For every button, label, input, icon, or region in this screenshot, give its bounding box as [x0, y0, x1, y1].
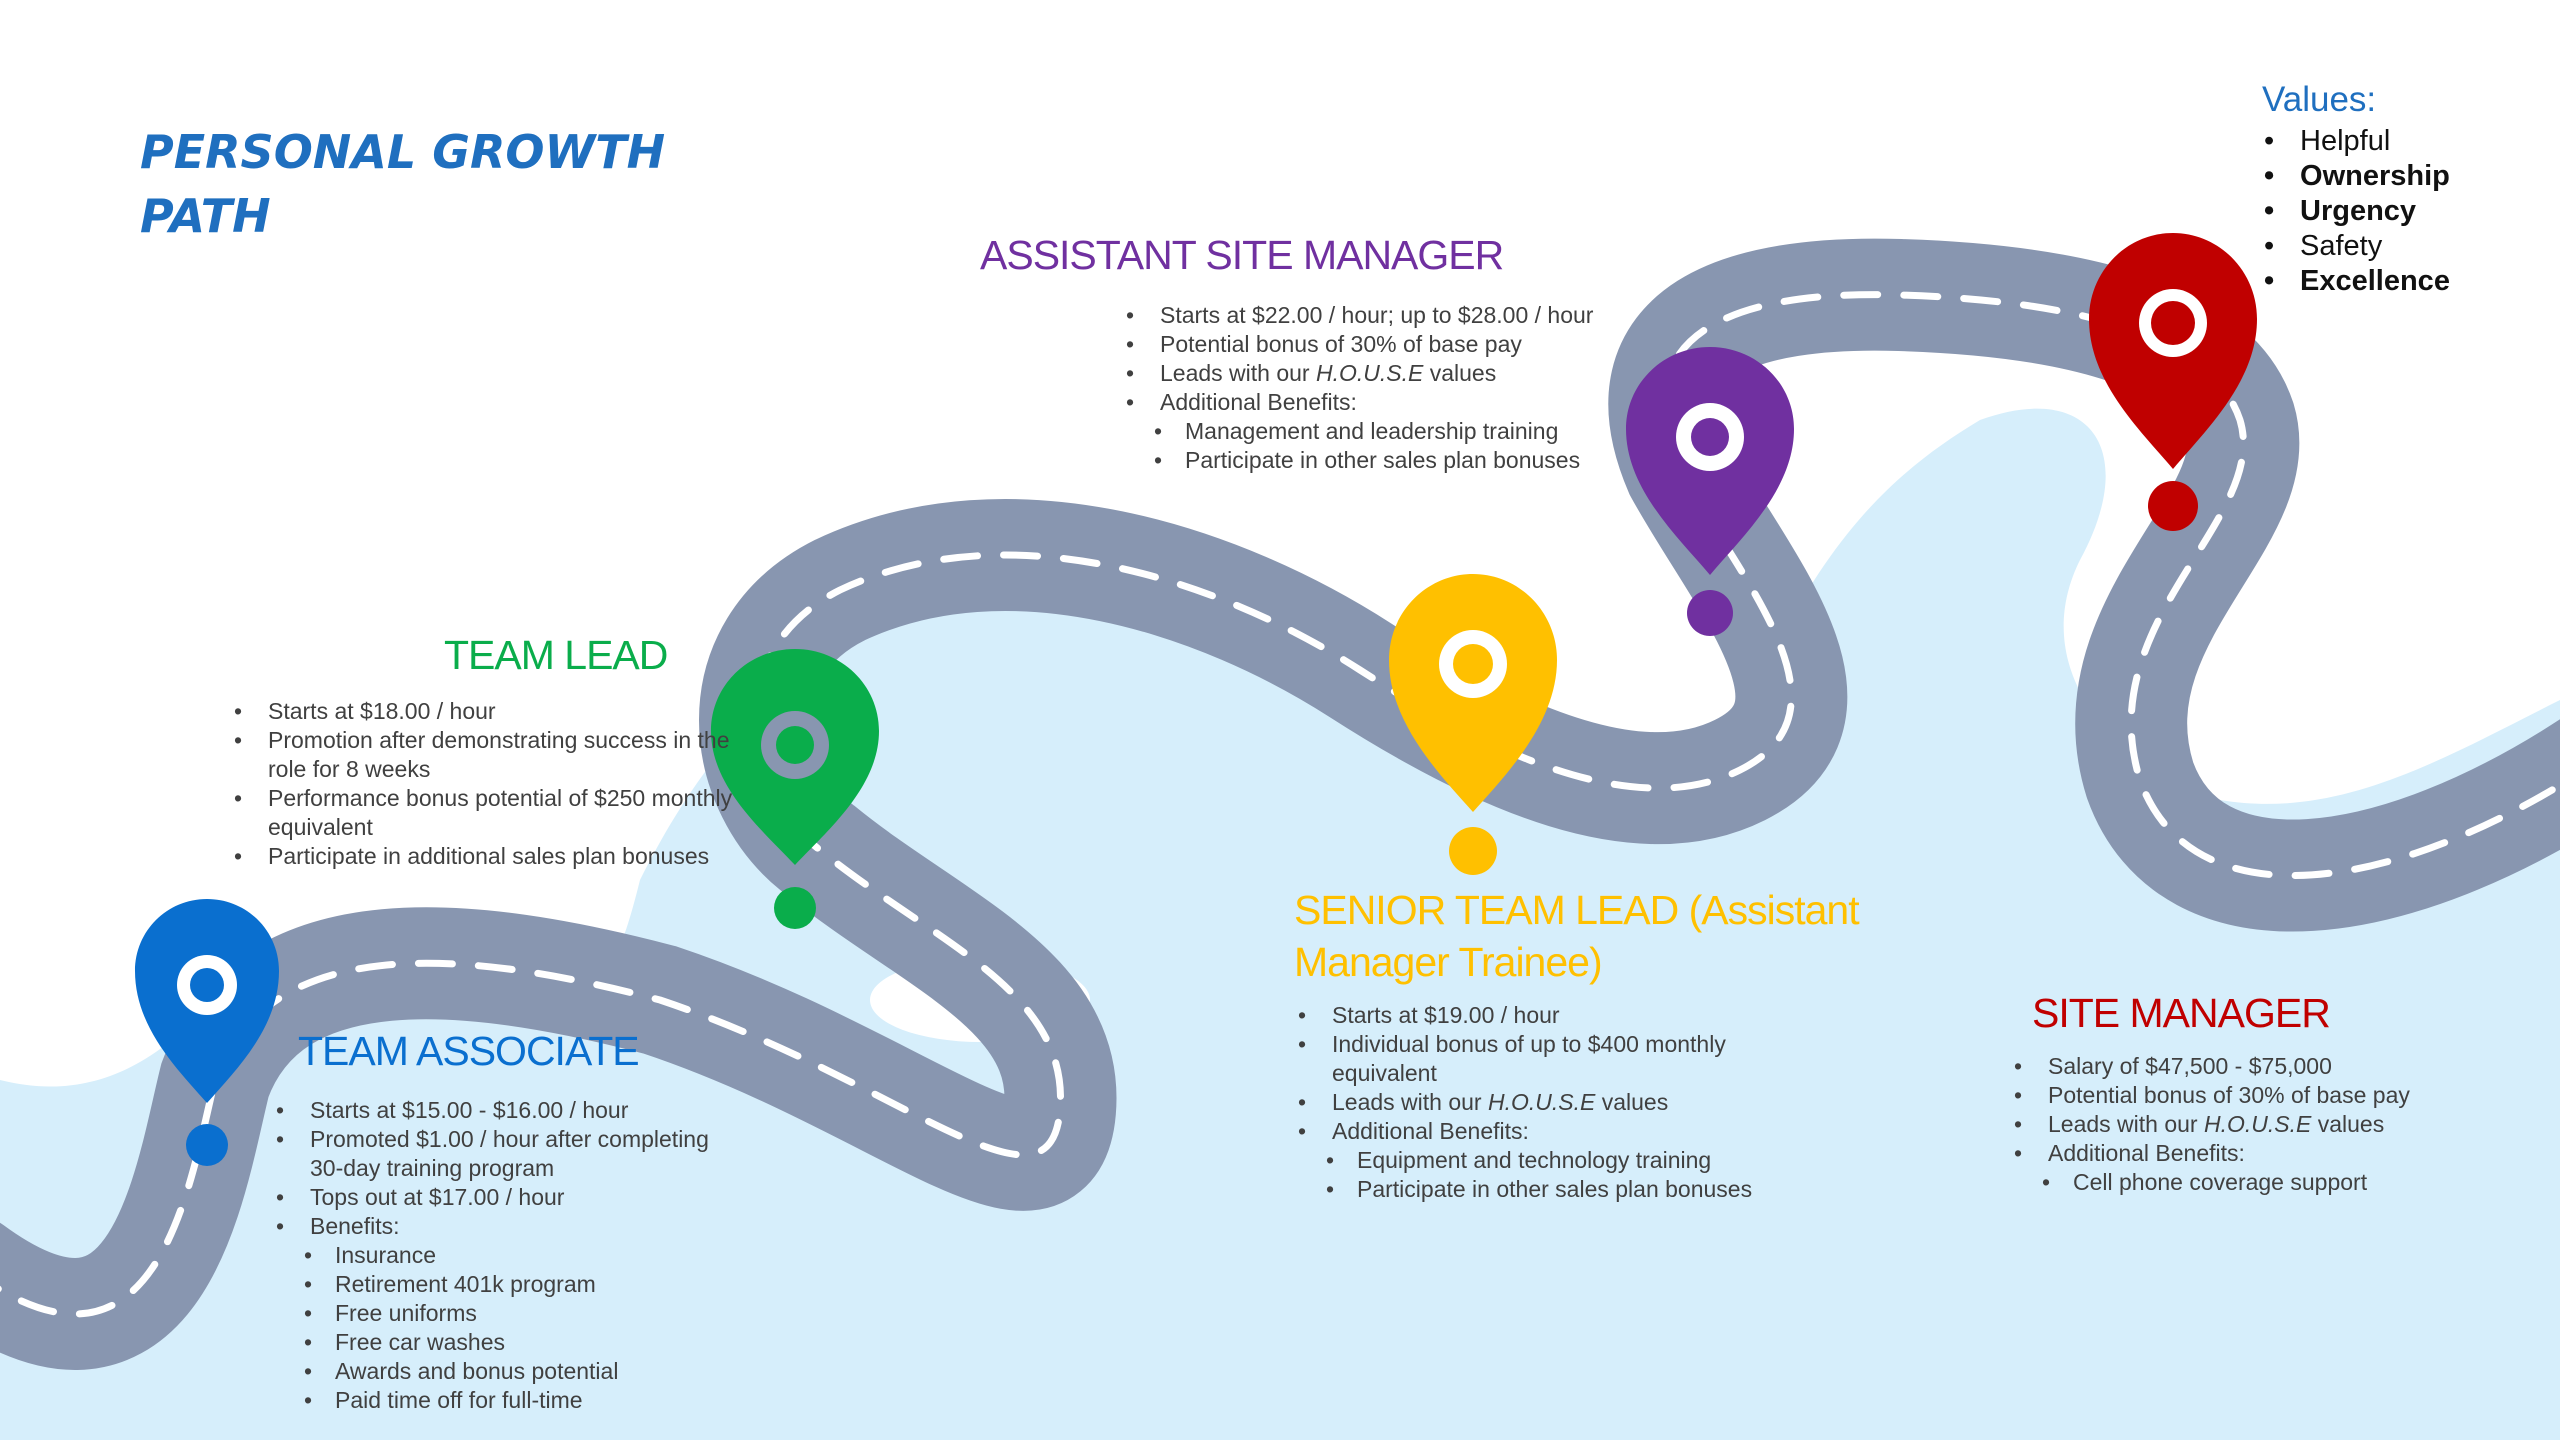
bullet: Starts at $19.00 / hour: [1294, 1001, 1814, 1030]
map-pin-assistant-site-manager-icon: [1626, 347, 1794, 636]
bullet-values: Leads with our H.O.U.S.E values: [1122, 359, 1622, 388]
values-heading: Values:: [2262, 80, 2377, 119]
sub-bullet: Free uniforms: [272, 1299, 742, 1328]
site-manager-details: Salary of $47,500 - $75,000 Potential bo…: [2010, 1052, 2510, 1197]
sub-bullet: Awards and bonus potential: [272, 1357, 742, 1386]
bullet: Starts at $15.00 - $16.00 / hour: [272, 1096, 742, 1125]
bullet: Starts at $22.00 / hour; up to $28.00 / …: [1122, 301, 1622, 330]
values-list: Helpful Ownership Urgency Safety Excelle…: [2262, 124, 2450, 299]
sub-bullet: Retirement 401k program: [272, 1270, 742, 1299]
team-associate-details: Starts at $15.00 - $16.00 / hour Promote…: [272, 1096, 742, 1415]
bullet: Potential bonus of 30% of base pay: [2010, 1081, 2510, 1110]
sub-bullet: Cell phone coverage support: [2010, 1168, 2510, 1197]
step-title-site-manager: SITE MANAGER: [2032, 990, 2331, 1036]
bullet: Performance bonus potential of $250 mont…: [230, 784, 740, 842]
value-item-excellence: Excellence: [2262, 264, 2450, 299]
assistant-site-manager-details: Starts at $22.00 / hour; up to $28.00 / …: [1122, 301, 1622, 475]
bullet: Starts at $18.00 / hour: [230, 697, 740, 726]
senior-team-lead-details: Starts at $19.00 / hour Individual bonus…: [1294, 1001, 1814, 1204]
bullet-values: Leads with our H.O.U.S.E values: [1294, 1088, 1814, 1117]
sub-bullet: Paid time off for full-time: [272, 1386, 742, 1415]
step-title-team-lead: TEAM LEAD: [444, 632, 668, 678]
sub-bullet: Free car washes: [272, 1328, 742, 1357]
bullet: Additional Benefits:: [1122, 388, 1622, 417]
value-item-urgency: Urgency: [2262, 194, 2450, 229]
bullet: Potential bonus of 30% of base pay: [1122, 330, 1622, 359]
bullet: Salary of $47,500 - $75,000: [2010, 1052, 2510, 1081]
value-item-safety: Safety: [2262, 229, 2450, 264]
page-title: PERSONAL GROWTH PATH: [140, 125, 666, 243]
step-title-assistant-site-manager: ASSISTANT SITE MANAGER: [980, 232, 1504, 278]
bullet: Promoted $1.00 / hour after completing 3…: [272, 1125, 742, 1183]
bullet-values: Leads with our H.O.U.S.E values: [2010, 1110, 2510, 1139]
bullet: Benefits:: [272, 1212, 742, 1241]
team-lead-details: Starts at $18.00 / hour Promotion after …: [230, 697, 740, 871]
road-center-line: [0, 291, 2560, 1318]
sub-bullet: Management and leadership training: [1122, 417, 1622, 446]
bullet: Additional Benefits:: [1294, 1117, 1814, 1146]
sub-bullet: Equipment and technology training: [1294, 1146, 1814, 1175]
bullet: Individual bonus of up to $400 monthly e…: [1294, 1030, 1814, 1088]
map-pin-team-lead-icon: [711, 649, 879, 929]
step-title-team-associate: TEAM ASSOCIATE: [298, 1028, 640, 1074]
bullet: Promotion after demonstrating success in…: [230, 726, 740, 784]
map-pin-team-associate-icon: [135, 899, 279, 1166]
step-title-senior-team-lead: SENIOR TEAM LEAD (Assistant Manager Trai…: [1294, 887, 1860, 985]
value-item-helpful: Helpful: [2262, 124, 2450, 159]
value-item-ownership: Ownership: [2262, 159, 2450, 194]
bullet: Additional Benefits:: [2010, 1139, 2510, 1168]
map-pin-site-manager-icon: [2089, 233, 2257, 531]
sub-bullet: Insurance: [272, 1241, 742, 1270]
bullet: Tops out at $17.00 / hour: [272, 1183, 742, 1212]
sub-bullet: Participate in other sales plan bonuses: [1122, 446, 1622, 475]
bullet: Participate in additional sales plan bon…: [230, 842, 740, 871]
sub-bullet: Participate in other sales plan bonuses: [1294, 1175, 1814, 1204]
map-pin-senior-team-lead-icon: [1389, 574, 1557, 875]
